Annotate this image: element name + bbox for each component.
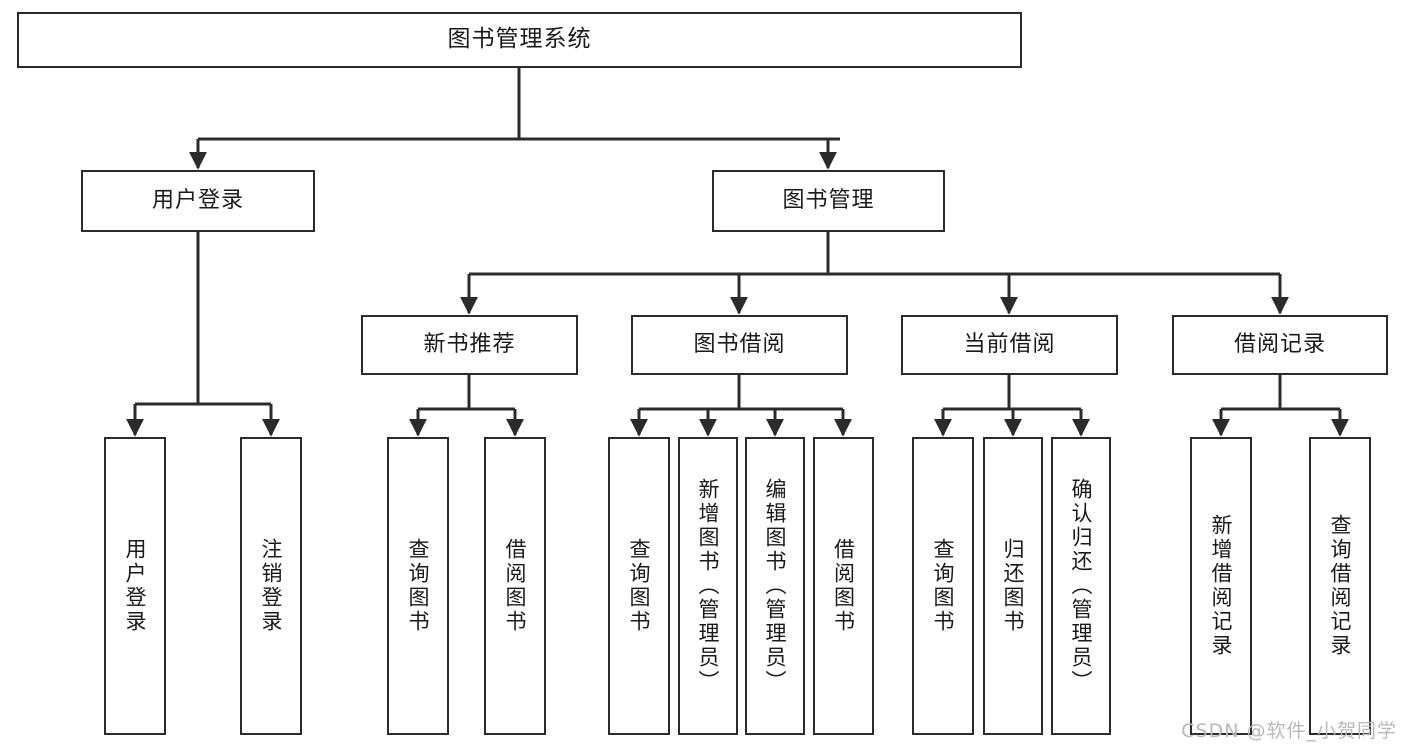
node-leaf-borrow-book[interactable]: 借阅图书 [813,437,874,735]
node-label: 新增借阅记录 [1209,514,1233,658]
node-label: 查询图书 [931,538,955,634]
node-root-label: 图书管理系统 [447,26,592,53]
node-leaf-user-login[interactable]: 用户登录 [104,437,166,735]
node-label: 编辑图书（管理员） [763,478,787,694]
node-book-borrow[interactable]: 图书借阅 [631,315,848,375]
node-leaf-borrow-book-rec[interactable]: 借阅图书 [484,437,546,735]
node-label: 当前借阅 [963,331,1056,357]
node-new-book-recommend[interactable]: 新书推荐 [361,315,578,375]
node-label: 归还图书 [1001,538,1025,634]
node-borrow-records[interactable]: 借阅记录 [1172,315,1388,375]
node-label: 图书管理 [782,187,875,213]
node-label: 确认归还（管理员） [1069,478,1093,694]
node-label: 用户登录 [123,538,147,634]
node-label: 注销登录 [259,538,283,634]
node-label: 图书借阅 [693,331,786,357]
node-label: 借阅记录 [1233,331,1326,357]
node-leaf-query-book-rec[interactable]: 查询图书 [387,437,449,735]
node-leaf-add-borrow-record[interactable]: 新增借阅记录 [1190,437,1252,735]
node-user-login[interactable]: 用户登录 [81,170,315,232]
node-leaf-query-borrow-record[interactable]: 查询借阅记录 [1309,437,1371,735]
node-label: 查询图书 [406,538,430,634]
node-label: 借阅图书 [503,538,527,634]
node-leaf-edit-book-admin[interactable]: 编辑图书（管理员） [745,437,805,735]
node-leaf-logout[interactable]: 注销登录 [240,437,302,735]
node-leaf-return-book[interactable]: 归还图书 [983,437,1043,735]
node-leaf-confirm-return-admin[interactable]: 确认归还（管理员） [1051,437,1111,735]
node-label: 查询图书 [627,538,651,634]
node-label: 借阅图书 [831,538,856,634]
node-book-management[interactable]: 图书管理 [712,170,945,232]
node-label: 新增图书（管理员） [696,478,720,694]
watermark-text: CSDN @软件_小贺同学 [1181,720,1397,742]
node-leaf-add-book-admin[interactable]: 新增图书（管理员） [678,437,738,735]
node-leaf-query-book-borrow[interactable]: 查询图书 [608,437,670,735]
node-label: 查询借阅记录 [1328,514,1352,658]
node-label: 用户登录 [151,187,244,213]
node-leaf-query-book-current[interactable]: 查询图书 [912,437,974,735]
node-current-borrow[interactable]: 当前借阅 [901,315,1118,375]
node-label: 新书推荐 [423,331,516,357]
node-root-system[interactable]: 图书管理系统 [17,12,1022,68]
